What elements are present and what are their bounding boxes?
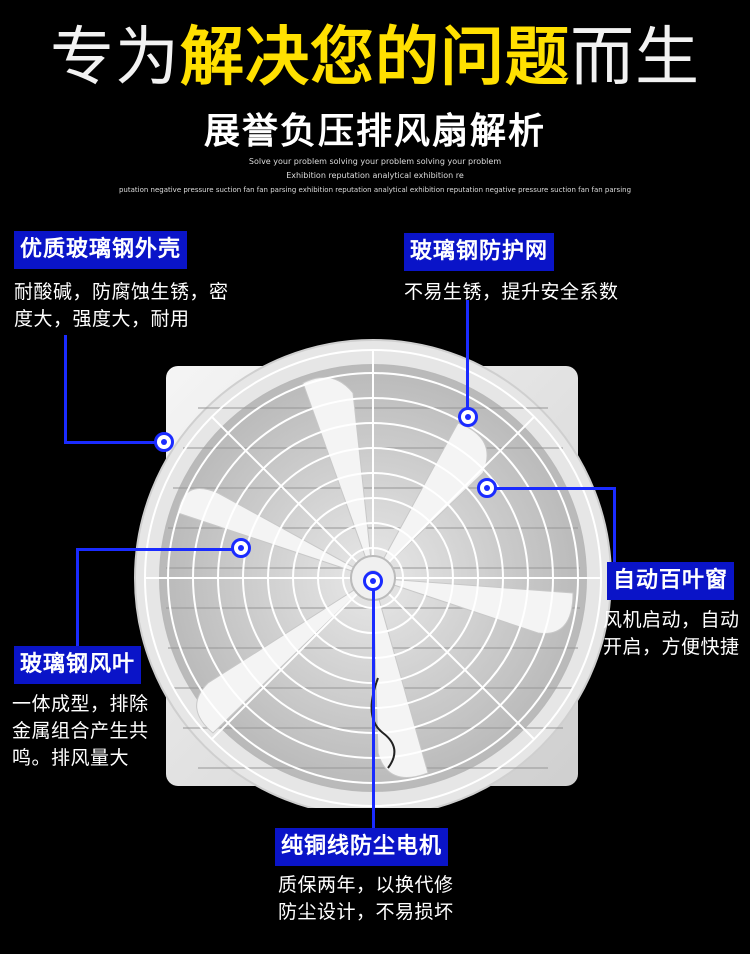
feature-shell-label: 优质玻璃钢外壳 — [14, 231, 188, 269]
fan-drawing — [134, 339, 612, 817]
connector-blade-h — [76, 548, 241, 551]
marker-guard — [458, 407, 478, 427]
feature-blade-desc-1: 一体成型，排除 — [12, 693, 149, 715]
feature-blade-desc-3: 鸣。排风量大 — [12, 747, 130, 769]
english-line-1: Solve your problem solving your problem … — [248, 157, 502, 166]
connector-shutter-v — [613, 487, 616, 562]
english-line-3: putation negative pressure suction fan f… — [118, 186, 632, 194]
connector-shell-v — [64, 335, 67, 443]
marker-shutter — [477, 478, 497, 498]
connector-guard-v — [466, 300, 469, 415]
product-subtitle: 展誉负压排风扇解析 — [203, 111, 546, 152]
feature-shutter-desc-1: 风机启动，自动 — [603, 609, 740, 631]
feature-shutter-desc-2: 开启，方便快捷 — [603, 636, 740, 658]
headline-part3: 而生 — [570, 21, 700, 95]
connector-motor-v — [372, 580, 375, 830]
feature-motor-desc-2: 防尘设计，不易损坏 — [278, 901, 454, 923]
marker-shell — [154, 432, 174, 452]
feature-shell-desc-1: 耐酸碱，防腐蚀生锈，密 — [14, 281, 229, 303]
feature-guard-desc-1: 不易生锈，提升安全系数 — [404, 281, 619, 303]
marker-blade — [231, 538, 251, 558]
feature-motor-label: 纯铜线防尘电机 — [275, 828, 449, 866]
feature-blade-label: 玻璃钢风叶 — [14, 646, 142, 684]
headline-part1: 专为 — [50, 21, 180, 95]
feature-blade-desc-2: 金属组合产生共 — [12, 720, 149, 742]
headline-highlight: 解决您的问题 — [180, 21, 570, 95]
connector-shell-h — [64, 441, 164, 444]
connector-blade-v — [76, 548, 79, 648]
marker-motor — [363, 571, 383, 591]
fan-illustration — [128, 338, 618, 817]
connector-shutter-h — [487, 487, 615, 490]
english-line-2: Exhibition reputation analytical exhibit… — [286, 171, 464, 180]
feature-guard-label: 玻璃钢防护网 — [404, 233, 555, 271]
headline: 专为解决您的问题而生 — [0, 18, 750, 98]
feature-shell-desc-2: 度大，强度大，耐用 — [14, 308, 190, 330]
feature-shutter-label: 自动百叶窗 — [607, 562, 735, 600]
feature-motor-desc-1: 质保两年，以换代修 — [278, 874, 454, 896]
